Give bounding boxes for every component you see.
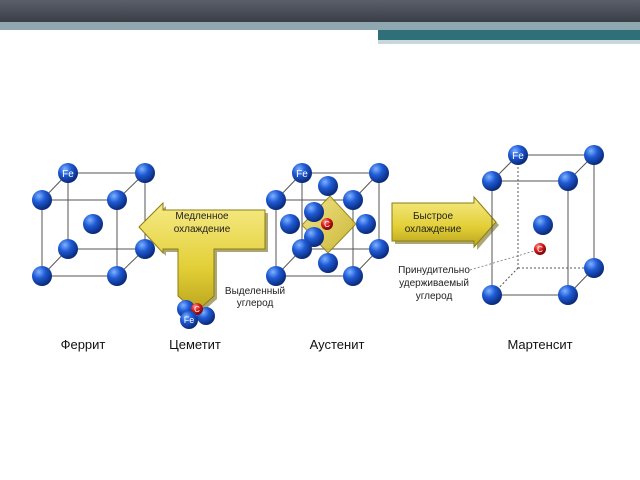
precipitated-carbon-label-2: углерод	[237, 298, 274, 309]
precipitated-carbon-label-1: Выделенный	[225, 286, 285, 297]
iron-atom-label: Fe	[296, 169, 308, 180]
iron-atom	[292, 239, 312, 259]
iron-atom-label: Fe	[62, 169, 74, 180]
phase-label-austenite: Аустенит	[310, 337, 365, 352]
iron-atom	[266, 190, 286, 210]
retained-carbon-leader	[469, 250, 535, 271]
iron-atom	[318, 176, 338, 196]
iron-atom	[369, 163, 389, 183]
header-accent-stripe	[378, 40, 640, 44]
iron-atom	[58, 239, 78, 259]
phase-label-cementite: Цеметит	[169, 337, 221, 352]
iron-atom-label: Fe	[512, 151, 524, 162]
fast-cooling-label-1: Быстрое	[413, 211, 453, 222]
iron-atom	[32, 266, 52, 286]
slow-cooling-label-1: Медленное	[175, 211, 229, 222]
iron-atom-labeled	[508, 145, 528, 165]
iron-atom	[318, 253, 338, 273]
fast-cooling-arrow-body	[391, 195, 497, 249]
carbon-atom	[534, 243, 546, 255]
iron-atom	[482, 171, 502, 191]
header-accent-bar	[378, 30, 640, 40]
carbon-atom-label: C	[537, 245, 543, 254]
retained-carbon-label-3: углерод	[416, 291, 453, 302]
slow-cooling-arrow: Медленное охлаждение	[138, 201, 268, 315]
austenite-cell	[275, 172, 380, 277]
carbon-atom	[191, 303, 203, 315]
fast-cooling-arrow: Быстрое охлаждение	[391, 195, 499, 250]
iron-atom-labeled	[180, 311, 198, 329]
iron-atom	[533, 215, 553, 235]
iron-atom	[32, 190, 52, 210]
phase-labels: Феррит Цеметит Аустенит Мартенсит	[61, 337, 573, 352]
iron-atom	[482, 285, 502, 305]
iron-atom-labeled	[58, 163, 78, 183]
slow-cooling-arrow-body	[138, 201, 266, 313]
retained-carbon-note: Принудительно удерживаемый углерод	[398, 265, 470, 302]
phase-label-martensite: Мартенсит	[507, 337, 572, 352]
martensite-atoms: Fe C	[482, 145, 604, 305]
precipitated-carbon-note: Выделенный углерод	[225, 286, 285, 309]
iron-atom	[107, 190, 127, 210]
iron-atom	[83, 214, 103, 234]
martensite-cell	[491, 154, 595, 296]
phase-label-ferrite: Феррит	[61, 337, 106, 352]
iron-atom	[369, 239, 389, 259]
iron-atom	[280, 214, 300, 234]
iron-atom	[558, 171, 578, 191]
iron-atom	[356, 214, 376, 234]
cementite-atoms: C Fe	[177, 300, 215, 329]
fast-cooling-label-2: охлаждение	[405, 224, 462, 235]
iron-atom	[584, 145, 604, 165]
iron-atom	[304, 202, 324, 222]
header-stripe	[0, 22, 640, 30]
carbon-atom-label: C	[194, 305, 200, 314]
carbon-atom-label: C	[324, 220, 330, 229]
iron-atom	[135, 163, 155, 183]
austenite-atoms: Fe C	[266, 163, 389, 286]
iron-atom-labeled	[292, 163, 312, 183]
carbon-atom	[321, 218, 333, 230]
ferrite-atoms: Fe	[32, 163, 155, 286]
retained-carbon-label-1: Принудительно	[398, 265, 470, 276]
iron-atom	[584, 258, 604, 278]
iron-atom	[266, 266, 286, 286]
iron-atom	[343, 190, 363, 210]
iron-atom-label: Fe	[184, 315, 195, 325]
retained-carbon-label-2: удерживаемый	[399, 278, 469, 289]
iron-atom	[558, 285, 578, 305]
header-bar	[0, 0, 640, 22]
iron-atom	[135, 239, 155, 259]
iron-atom	[107, 266, 127, 286]
iron-atom	[343, 266, 363, 286]
slow-cooling-label-2: охлаждение	[174, 224, 231, 235]
